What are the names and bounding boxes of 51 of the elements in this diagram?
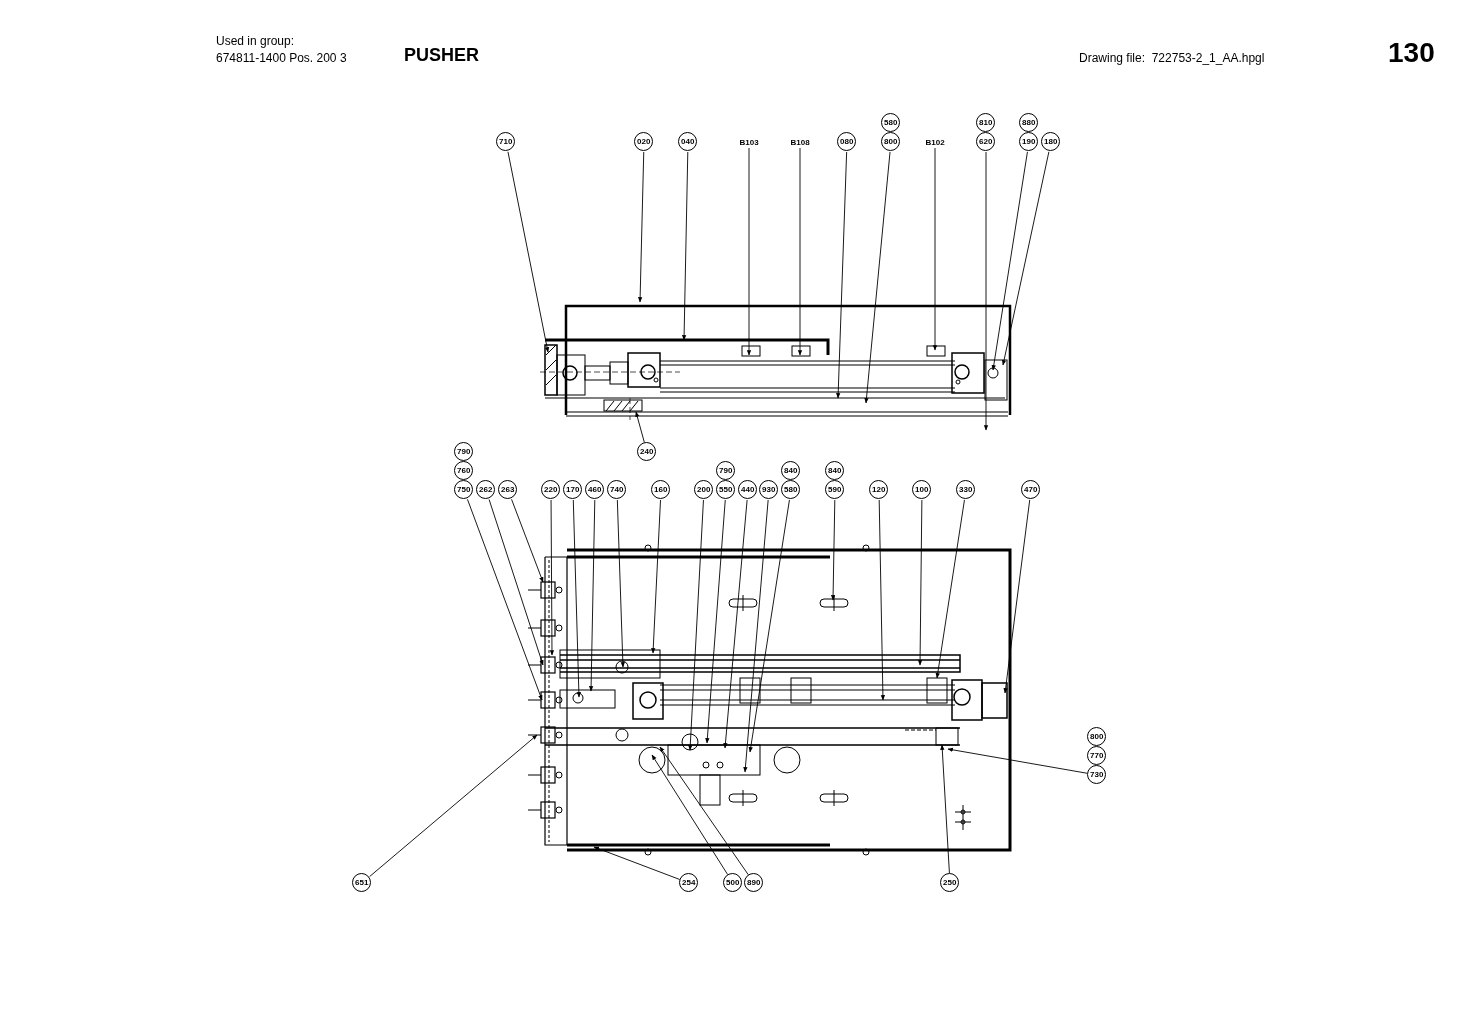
callout-number: 550	[716, 480, 736, 500]
callout-number: 040	[678, 132, 698, 152]
callout-number: 730	[1087, 765, 1107, 785]
callout-number: 651	[352, 873, 372, 893]
callout-number: 580	[781, 480, 801, 500]
drawing-title: PUSHER	[404, 45, 479, 66]
callout-number: 500	[723, 873, 743, 893]
callout-number: 810	[976, 113, 996, 133]
callout-number: 190	[1019, 132, 1039, 152]
callout-number: 460	[585, 480, 605, 500]
callout-number: 930	[759, 480, 779, 500]
callout-number: 760	[454, 461, 474, 481]
callout-number: 220	[541, 480, 561, 500]
callout-number: 800	[881, 132, 901, 152]
callout-number: 080	[837, 132, 857, 152]
callout-number: 200	[694, 480, 714, 500]
callout-number: 240	[637, 442, 657, 462]
callout-number: 740	[607, 480, 627, 500]
callout-number: 590	[825, 480, 845, 500]
callout-number: 710	[496, 132, 516, 152]
header-text: 674811-1400 Pos. 200 3	[216, 51, 347, 65]
callout-number: 890	[744, 873, 764, 893]
callout-number: 263	[498, 480, 518, 500]
callout-number: 840	[781, 461, 801, 481]
callout-number: 620	[976, 132, 996, 152]
callout-number: 100	[912, 480, 932, 500]
callout-number: 800	[1087, 727, 1107, 747]
callout-number: 254	[679, 873, 699, 893]
callout-number: 180	[1041, 132, 1061, 152]
callout-number: 250	[940, 873, 960, 893]
part-label: B108	[790, 137, 810, 147]
part-label: B103	[739, 137, 759, 147]
callout-number: 330	[956, 480, 976, 500]
callout-number: 170	[563, 480, 583, 500]
callout-number: 750	[454, 480, 474, 500]
callout-number: 840	[825, 461, 845, 481]
callout-number: 160	[651, 480, 671, 500]
callout-number: 880	[1019, 113, 1039, 133]
header-text: Drawing file: 722753-2_1_AA.hpgl	[1079, 51, 1265, 65]
callout-number: 262	[476, 480, 496, 500]
callout-number: 790	[716, 461, 736, 481]
callout-number: 120	[869, 480, 889, 500]
callout-number: 470	[1021, 480, 1041, 500]
callout-number: 580	[881, 113, 901, 133]
header-text: Used in group:	[216, 34, 295, 48]
callout-number: 790	[454, 442, 474, 462]
callout-number: 440	[738, 480, 758, 500]
callout-number: 770	[1087, 746, 1107, 766]
part-label: B102	[925, 137, 945, 147]
callout-number: 020	[634, 132, 654, 152]
page-number: 130	[1388, 37, 1435, 69]
